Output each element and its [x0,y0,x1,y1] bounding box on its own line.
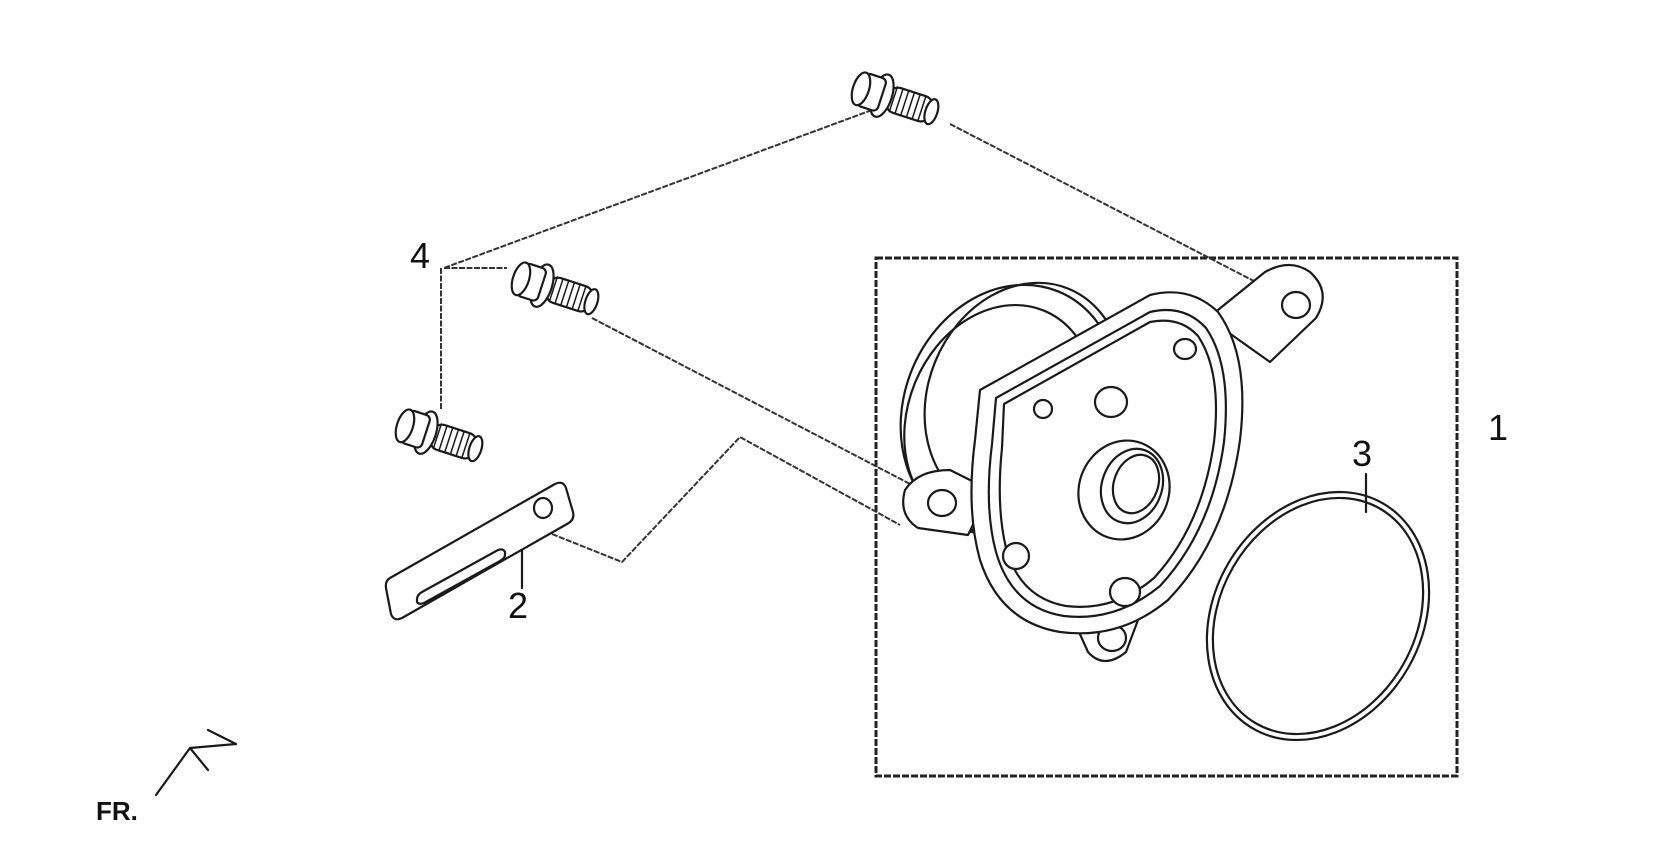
callout-1: 1 [1488,407,1509,448]
front-direction-arrow-icon [154,728,238,797]
assembly-frame [874,256,1459,778]
bolt-leader-lines [440,109,1311,498]
o-ring [1205,490,1431,742]
slotted-plate [384,481,575,621]
housing-assembly [899,263,1324,663]
callout-4: 4 [410,235,431,276]
callout-2: 2 [508,585,529,626]
bolt-bottom [394,408,484,463]
front-direction-label: FR. [96,796,138,826]
bolt-middle [510,261,600,316]
plate-leader-line [551,435,901,564]
bolt-top [850,71,940,126]
callout-3: 3 [1352,433,1373,474]
